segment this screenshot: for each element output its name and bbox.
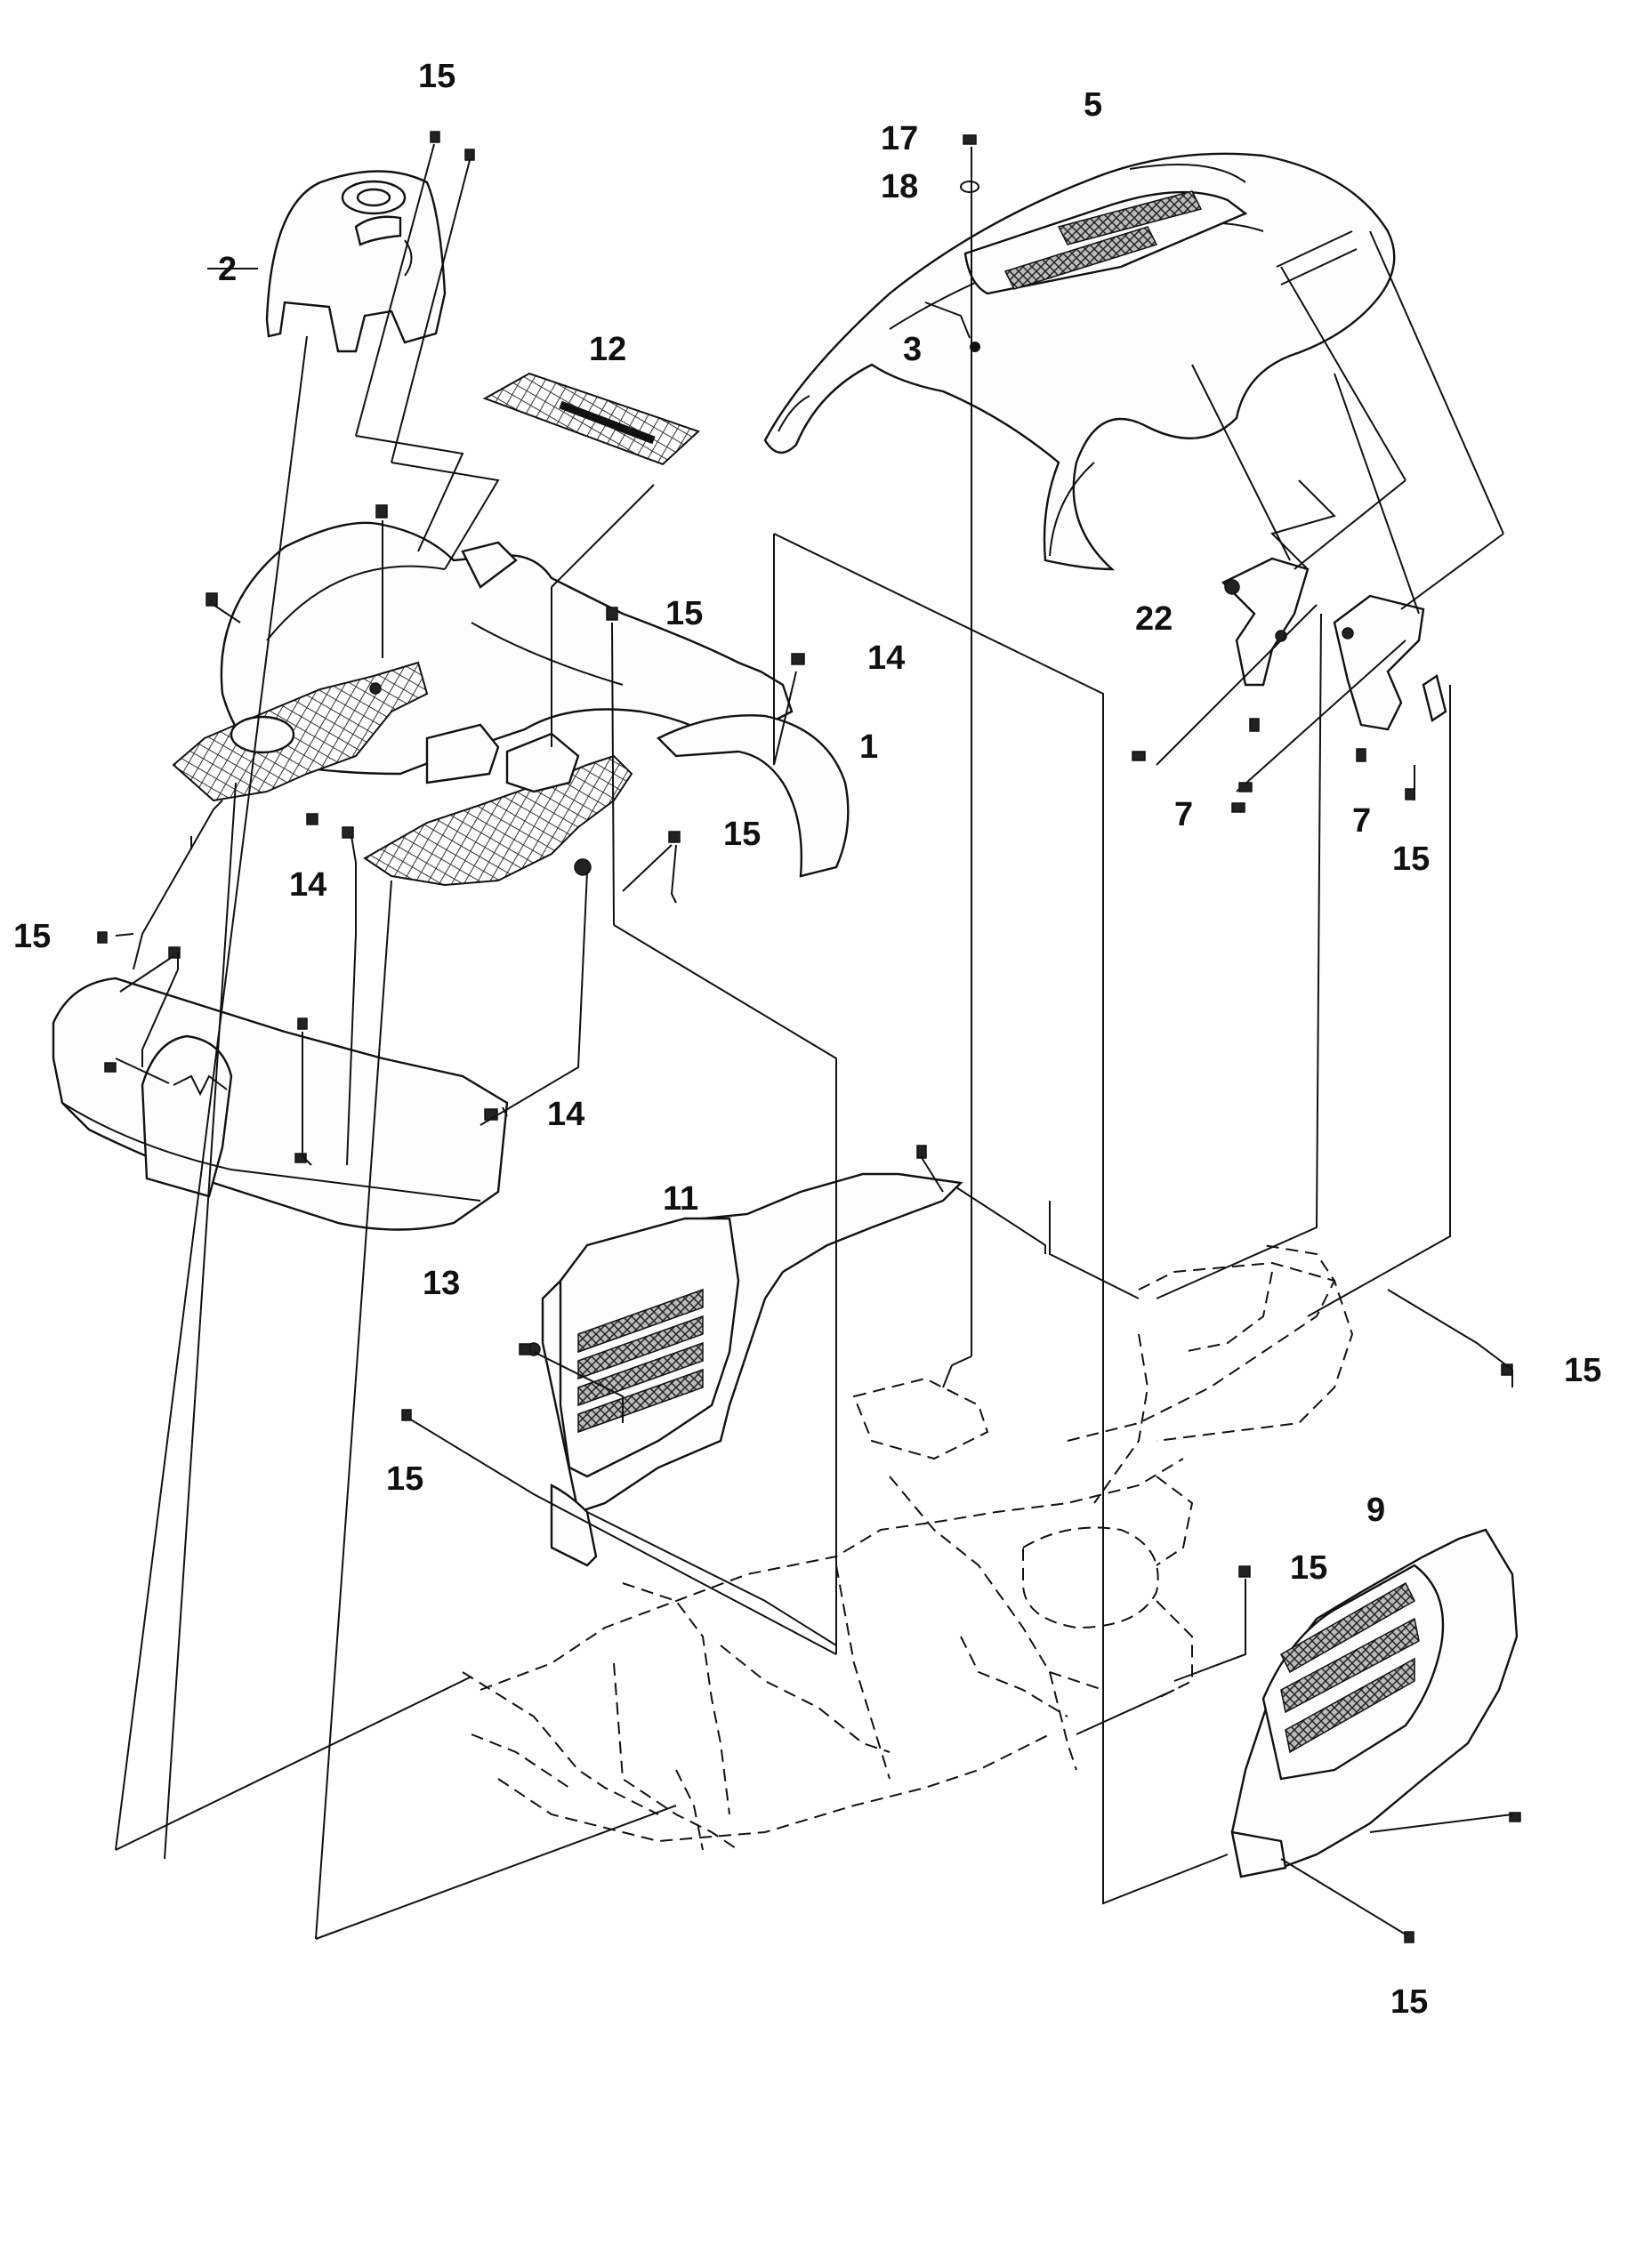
callout-14-c: 14 xyxy=(547,1096,584,1133)
callout-5: 5 xyxy=(1084,86,1102,124)
part-top-cover xyxy=(265,170,447,353)
part-front-bumper xyxy=(52,977,509,1231)
part-hood-hinge-brackets xyxy=(1132,557,1447,813)
callout-13: 13 xyxy=(423,1265,460,1302)
part-left-side-panel xyxy=(527,1172,963,1567)
callout-11: 11 xyxy=(663,1180,698,1218)
part-body-shroud xyxy=(172,521,850,887)
callout-15-grille-right: 15 xyxy=(1290,1549,1327,1587)
callout-2: 2 xyxy=(218,251,237,288)
callout-14-a: 14 xyxy=(867,639,905,677)
callout-14-b: 14 xyxy=(289,866,326,904)
callout-9: 9 xyxy=(1366,1492,1385,1529)
callout-15-grille-left: 15 xyxy=(386,1460,423,1498)
callout-15-left: 15 xyxy=(13,918,51,955)
callout-3: 3 xyxy=(903,331,922,368)
fasteners xyxy=(97,131,1521,1943)
callout-15-mid: 15 xyxy=(665,595,703,632)
callout-17: 17 xyxy=(881,120,918,157)
part-right-grille xyxy=(1230,1528,1519,1878)
part-footrest-mat xyxy=(482,372,700,466)
callout-15-right: 15 xyxy=(1564,1352,1601,1389)
callout-15-top: 15 xyxy=(418,58,455,95)
callout-15-fender: 15 xyxy=(723,816,761,853)
callout-7-b: 7 xyxy=(1352,802,1371,840)
callout-12: 12 xyxy=(589,331,626,368)
chassis-frame-reference xyxy=(462,1244,1354,1851)
callout-18: 18 xyxy=(881,168,918,205)
callout-15-bottom: 15 xyxy=(1390,1983,1428,2021)
callout-15-bracket: 15 xyxy=(1392,840,1430,878)
leader-lines xyxy=(115,143,1513,1940)
part-seat-hood xyxy=(763,152,1396,571)
callout-7-a: 7 xyxy=(1174,796,1193,833)
callout-labels: 15 2 12 17 5 18 3 22 15 14 1 15 14 15 7 … xyxy=(13,58,1601,2021)
callout-1: 1 xyxy=(859,728,878,766)
callout-22: 22 xyxy=(1135,600,1173,638)
